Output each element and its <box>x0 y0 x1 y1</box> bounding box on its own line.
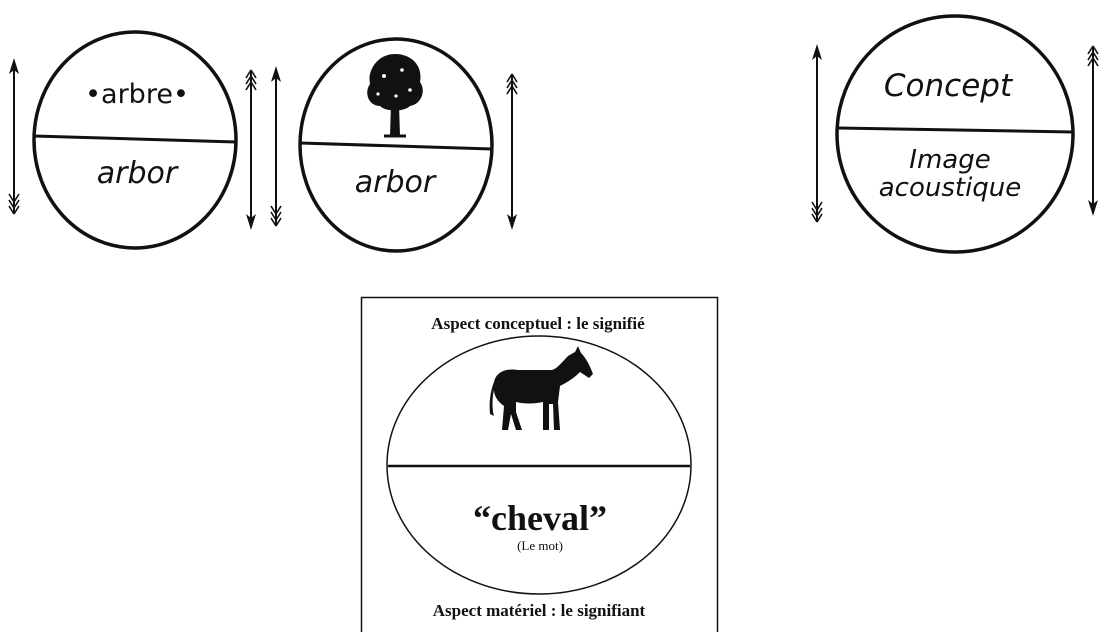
sign-diagram-cheval: Aspect conceptuel : le signifié “cheval”… <box>360 296 719 632</box>
sound-image-label: arbor <box>355 165 437 200</box>
upward-arrow-left <box>811 44 823 223</box>
downward-arrow-right <box>245 69 257 230</box>
sound-image-label-line1: Image <box>909 145 990 175</box>
sign-diagram-arbre-text: •arbre• arbor <box>8 30 257 250</box>
sound-image-label-line2: acoustique <box>879 173 1022 203</box>
sound-image-label: arbor <box>97 156 179 191</box>
signifier-word-note: (Le mot) <box>517 538 563 553</box>
sign-oval <box>298 37 494 253</box>
divider-line <box>299 141 493 151</box>
concept-label: •arbre• <box>85 79 189 110</box>
sign-oval <box>386 335 692 595</box>
sign-oval <box>835 14 1075 254</box>
sign-oval <box>32 30 238 250</box>
concept-label: Concept <box>884 68 1014 104</box>
downward-arrow-right <box>506 73 518 230</box>
sign-diagram-concept: Concept Image acoustique <box>811 14 1099 254</box>
divider-line <box>33 134 237 144</box>
signifier-caption: Aspect matériel : le signifiant <box>433 601 646 620</box>
horse-icon <box>489 346 593 430</box>
signifier-word: “cheval” <box>473 498 607 538</box>
tree-icon <box>367 54 423 138</box>
signified-caption: Aspect conceptuel : le signifié <box>431 314 645 333</box>
divider-line <box>837 126 1074 134</box>
upward-arrow-left <box>270 66 282 227</box>
downward-arrow-right <box>1087 45 1099 216</box>
upward-arrow-left <box>8 58 20 215</box>
sign-diagram-arbre-image: arbor <box>270 37 518 253</box>
